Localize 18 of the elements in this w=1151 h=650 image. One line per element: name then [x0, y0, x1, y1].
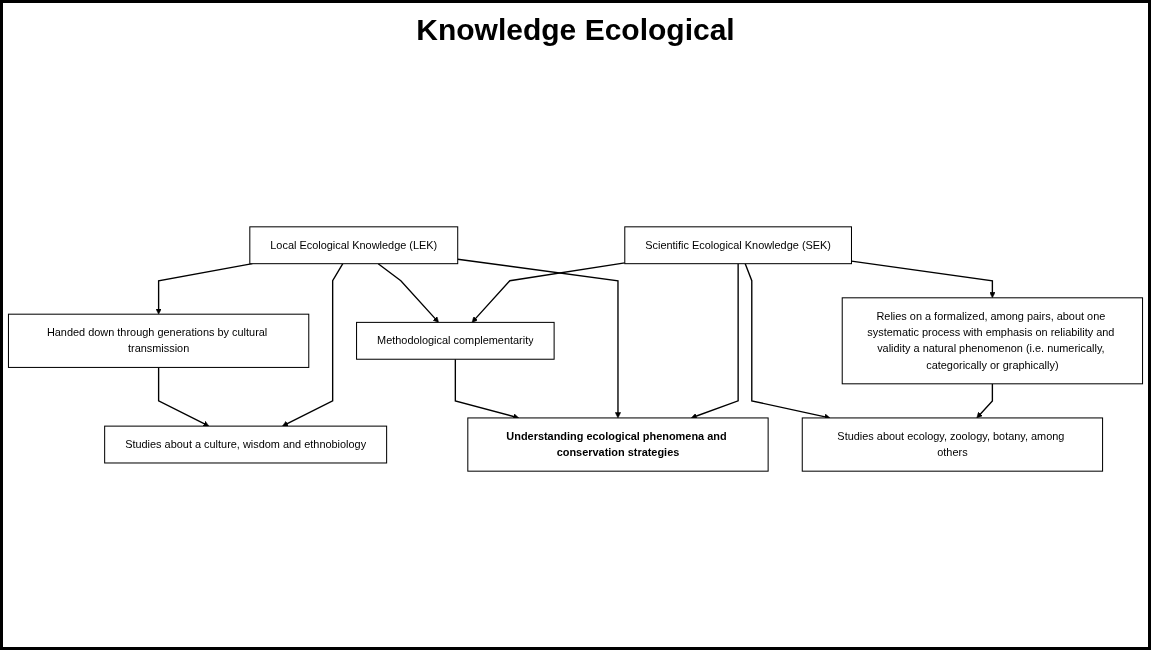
arrow [976, 383, 994, 419]
arrow [850, 260, 996, 299]
arrow [282, 263, 344, 427]
node-box: Studies about ecology, zoology, botany, among others [801, 417, 1104, 472]
node-box: Handed down through generations by cultural transmission [7, 313, 310, 368]
node-box: Scientific Ecological Knowledge (SEK) [624, 226, 852, 265]
node-box: Relies on a formalized, among pairs, about one systematic process with emphasis on reliability and validity a natural phenomenon (i.e. numerically, categorically or graphically) [841, 297, 1144, 385]
node-box: Studies about a culture, wisdom and ethnobiology [104, 425, 388, 464]
arrow [471, 262, 626, 323]
node-box: Methodological complementarity [356, 321, 555, 360]
node-box: Local Ecological Knowledge (LEK) [249, 226, 459, 265]
node-box: Understanding ecological phenomena and conservation strategies [467, 417, 769, 472]
arrow [690, 263, 739, 419]
arrow [157, 366, 210, 427]
arrow [457, 258, 621, 419]
arrow [155, 263, 254, 315]
arrow [377, 263, 439, 323]
diagram-title: Knowledge Ecological [416, 13, 735, 47]
